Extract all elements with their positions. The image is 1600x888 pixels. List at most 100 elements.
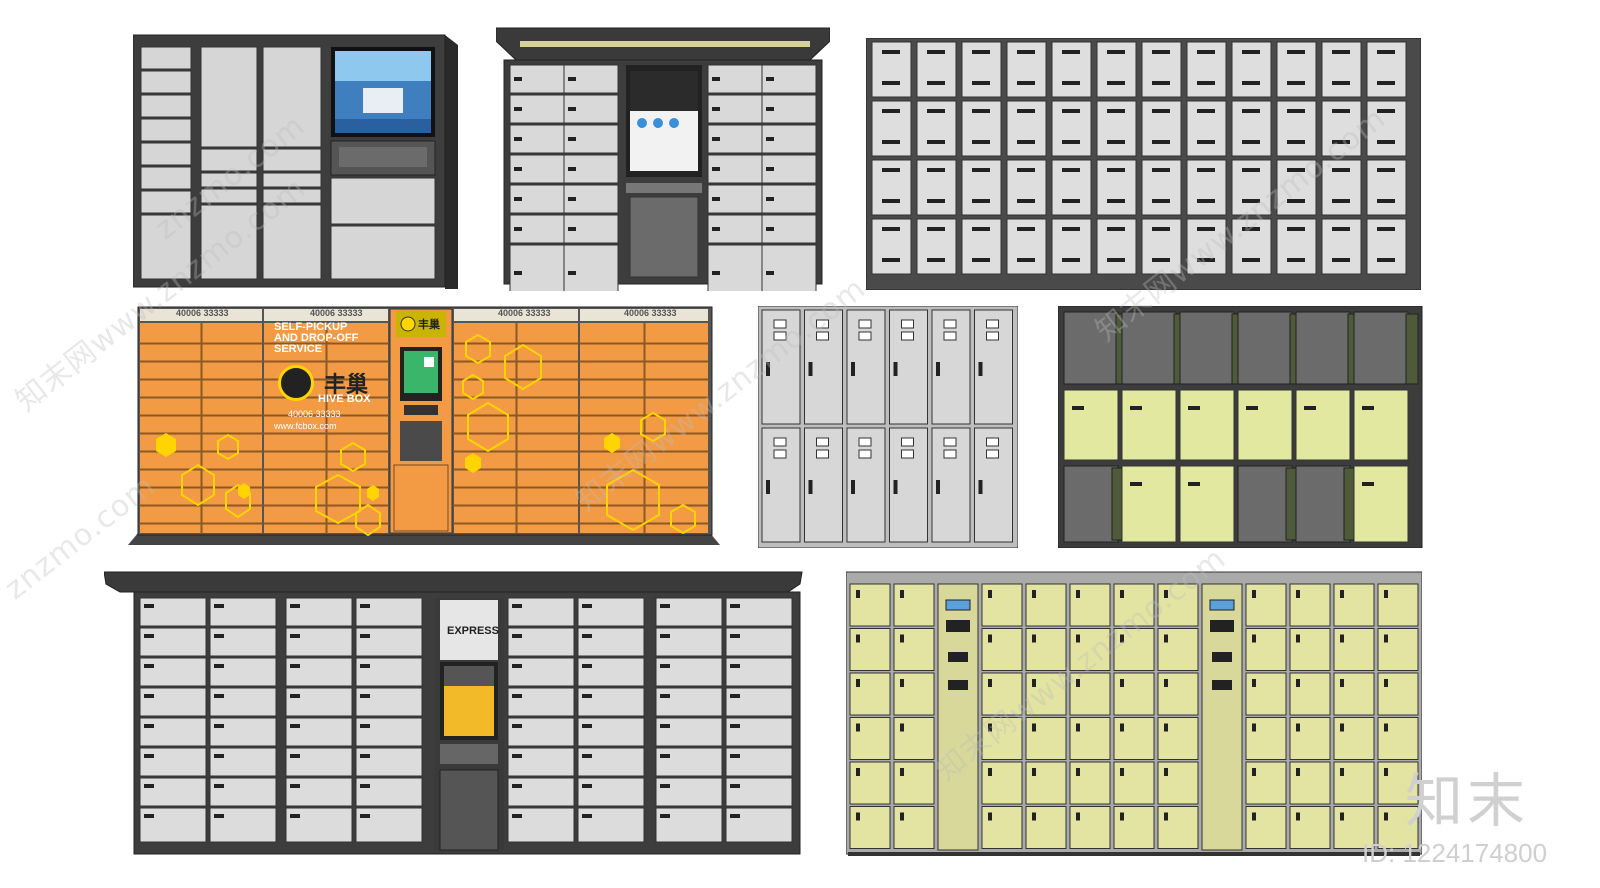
locker-door bbox=[577, 657, 645, 687]
door-handle bbox=[582, 814, 592, 818]
door-handle bbox=[730, 634, 740, 638]
open-door bbox=[1405, 313, 1419, 385]
panel-divider bbox=[263, 468, 389, 471]
locker-door bbox=[507, 717, 575, 747]
service-line-1: SELF-PICKUP bbox=[274, 321, 348, 333]
locker-door bbox=[725, 747, 793, 777]
panel-divider bbox=[453, 396, 579, 399]
door-slot bbox=[972, 199, 990, 203]
locker-door bbox=[655, 597, 723, 627]
locker-door bbox=[725, 687, 793, 717]
door-lock bbox=[988, 768, 992, 776]
panel-divider bbox=[579, 450, 709, 453]
express-locker-bank: EXPRESS bbox=[104, 570, 804, 858]
door-handle bbox=[1188, 482, 1200, 486]
door-slot bbox=[882, 50, 900, 54]
panel-divider bbox=[579, 396, 709, 399]
vent bbox=[773, 449, 787, 459]
hive-hotline: 40006 33333 bbox=[288, 409, 341, 419]
vent bbox=[901, 319, 914, 329]
door-slot bbox=[1017, 50, 1035, 54]
door-lock bbox=[1252, 812, 1256, 821]
door-handle bbox=[514, 167, 522, 171]
door-handle bbox=[851, 362, 855, 376]
panel-divider bbox=[453, 522, 579, 525]
closed-door bbox=[1295, 389, 1351, 461]
vent bbox=[901, 331, 914, 341]
door-handle bbox=[568, 197, 576, 201]
door-slot bbox=[1332, 227, 1350, 231]
door-handle bbox=[144, 694, 154, 698]
door-lock bbox=[1164, 590, 1168, 598]
open-compartment bbox=[1237, 311, 1293, 385]
door-lock bbox=[1032, 679, 1036, 687]
door-handle bbox=[582, 754, 592, 758]
locker-door bbox=[981, 583, 1023, 627]
door-lock bbox=[1032, 590, 1036, 598]
door-lock bbox=[1340, 723, 1344, 732]
door-handle bbox=[360, 664, 370, 668]
door-lock bbox=[1164, 768, 1168, 776]
door-handle bbox=[660, 784, 670, 788]
door-slot bbox=[1242, 258, 1260, 262]
panel-divider bbox=[453, 378, 579, 381]
door-handle bbox=[978, 362, 983, 376]
door-lock bbox=[1384, 590, 1388, 598]
door-slot bbox=[1377, 140, 1395, 144]
door-handle bbox=[730, 784, 740, 788]
door-slot bbox=[1332, 81, 1350, 85]
door-slot bbox=[1242, 81, 1260, 85]
door-handle bbox=[712, 77, 720, 81]
door-handle bbox=[214, 814, 224, 818]
door-slot bbox=[882, 227, 900, 231]
locker-door bbox=[139, 777, 207, 807]
locker-door bbox=[139, 687, 207, 717]
door-slot bbox=[1287, 109, 1305, 113]
locker-door bbox=[285, 687, 353, 717]
door-lock bbox=[988, 590, 992, 598]
door-handle bbox=[712, 137, 720, 141]
door-slot bbox=[1287, 258, 1305, 262]
closed-door bbox=[1237, 389, 1293, 461]
door-lock bbox=[900, 812, 904, 821]
open-compartment bbox=[1353, 311, 1409, 385]
door-lock bbox=[1032, 723, 1036, 732]
door-handle bbox=[214, 634, 224, 638]
panel-divider bbox=[263, 360, 389, 363]
door-handle bbox=[712, 271, 720, 275]
door-lock bbox=[1164, 679, 1168, 687]
panel-divider bbox=[139, 504, 263, 507]
hive-phone-header-1: 40006 33333 bbox=[176, 308, 229, 318]
door-handle bbox=[582, 634, 592, 638]
door-handle bbox=[514, 77, 522, 81]
vent bbox=[901, 437, 914, 447]
panel-divider bbox=[139, 432, 263, 435]
hive-phone-header-2: 40006 33333 bbox=[310, 308, 363, 318]
door-slot bbox=[1152, 140, 1170, 144]
door-handle bbox=[360, 694, 370, 698]
door-handle bbox=[512, 664, 522, 668]
door-slot bbox=[1017, 81, 1035, 85]
door-lock bbox=[1296, 768, 1300, 776]
door-slot bbox=[1332, 168, 1350, 172]
locker-door bbox=[139, 597, 207, 627]
door-lock bbox=[1252, 768, 1256, 776]
door-handle bbox=[514, 107, 522, 111]
door-lock bbox=[1032, 634, 1036, 643]
door-handle bbox=[360, 784, 370, 788]
express-locker-drawing bbox=[104, 571, 803, 855]
door-handle bbox=[730, 814, 740, 818]
panel-divider bbox=[453, 342, 579, 345]
door-lock bbox=[856, 723, 860, 732]
door-lock bbox=[1252, 679, 1256, 687]
door-slot bbox=[1377, 227, 1395, 231]
door-handle bbox=[893, 362, 898, 376]
panel-divider bbox=[579, 414, 709, 417]
door-lock bbox=[856, 768, 860, 776]
door-handle bbox=[730, 604, 740, 608]
panel-divider bbox=[515, 322, 518, 534]
locker-door bbox=[725, 597, 793, 627]
door-lock bbox=[988, 723, 992, 732]
locker-door bbox=[563, 154, 619, 184]
express-kiosk-title: EXPRESS bbox=[447, 625, 499, 637]
